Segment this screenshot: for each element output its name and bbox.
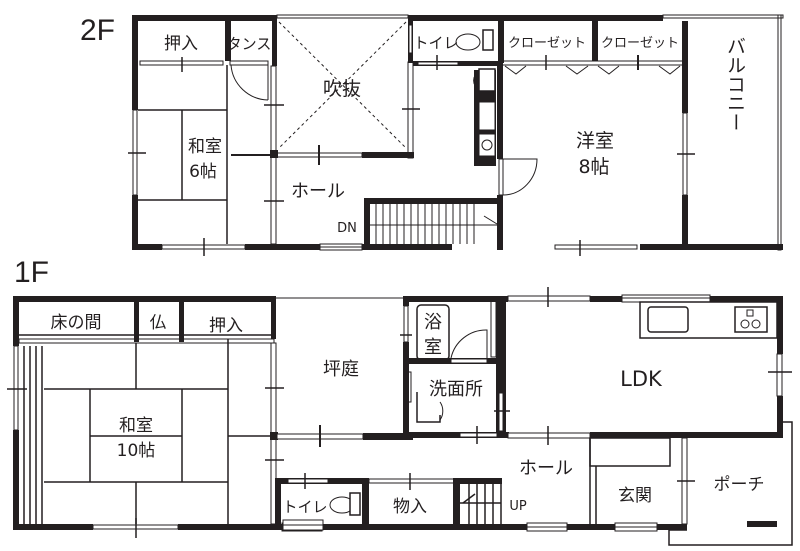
room-label-bathroom-2: 室 <box>424 337 442 358</box>
floor-2f <box>128 14 784 256</box>
room-label-ldk: LDK <box>620 367 663 391</box>
room-label-washitsu-10: 和室 <box>119 416 153 436</box>
room-label-bathroom-1: 浴 <box>424 312 442 333</box>
room-label-closet-2: クローゼット <box>601 36 679 51</box>
room-label-porch: ポーチ <box>714 475 765 495</box>
room-label-yoshitsu-8: 洋室 <box>576 130 614 152</box>
room-label-hall-1f: ホール <box>519 458 573 479</box>
floor-1f <box>7 287 793 546</box>
room-size-yoshitsu-8: 8帖 <box>578 156 609 178</box>
room-label-tsuboniwa: 坪庭 <box>323 359 359 380</box>
room-size-washitsu-10: 10帖 <box>117 441 156 461</box>
room-label-closet-1: クローゼット <box>508 36 586 51</box>
room-label-tansu: タンス <box>227 35 272 53</box>
room-label-butsuma: 仏 <box>150 313 167 333</box>
room-label-washitsu-6: 和室 <box>188 137 222 157</box>
room-size-washitsu-6: 6帖 <box>189 162 217 182</box>
room-label-oshiire-1f: 押入 <box>209 316 243 336</box>
stairs-label-up: UP <box>509 499 527 514</box>
room-label-fukinuke: 吹抜 <box>323 78 361 100</box>
floor-label-2f: 2F <box>80 14 115 47</box>
floor-label-1f: 1F <box>14 256 49 289</box>
room-label-toilet-1f: トイレ <box>282 498 327 516</box>
room-label-balcony: バルコニー <box>724 37 746 132</box>
room-label-genkan: 玄関 <box>618 486 652 506</box>
room-label-hall-2f: ホール <box>291 181 345 202</box>
stairs-label-dn: DN <box>337 221 357 236</box>
room-label-toilet-2f: トイレ <box>413 34 458 52</box>
room-label-tokonoma: 床の間 <box>51 313 102 333</box>
room-label-storage: 物入 <box>393 497 427 517</box>
room-label-oshiire-2f: 押入 <box>164 34 198 54</box>
room-label-washroom: 洗面所 <box>429 379 483 400</box>
